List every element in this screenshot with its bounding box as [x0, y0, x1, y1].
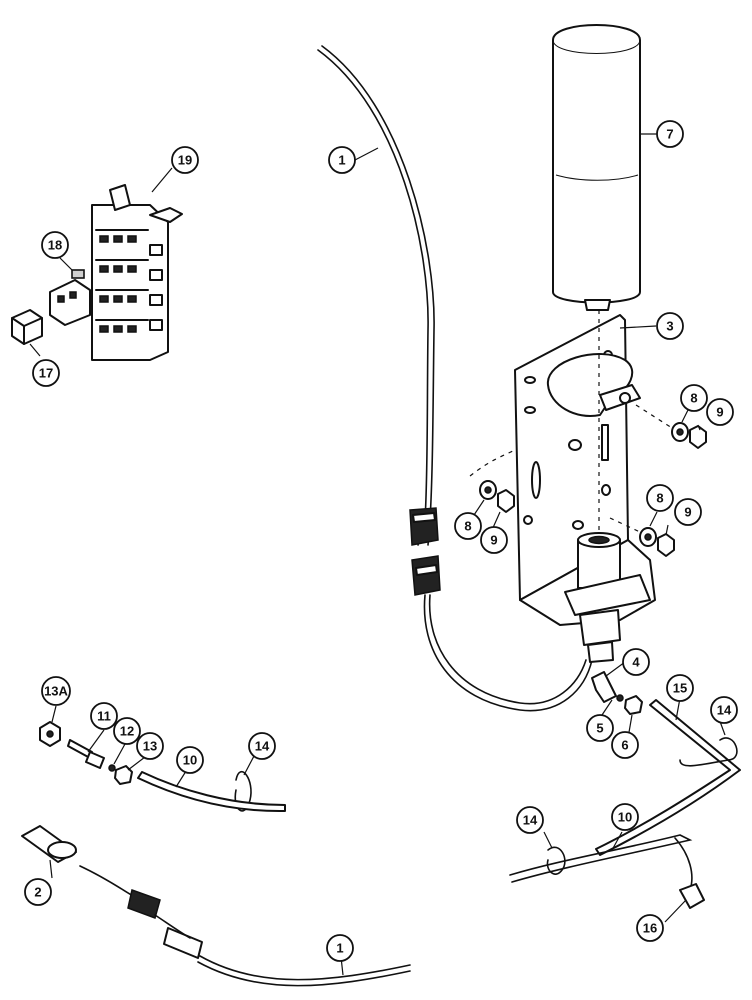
- washer: [479, 480, 497, 500]
- callout-9: 9: [706, 398, 734, 426]
- fuse-relay-block: [91, 184, 183, 361]
- tube-left: [137, 771, 286, 813]
- callout-9: 9: [480, 526, 508, 554]
- svg-text:1: 1: [336, 941, 343, 956]
- svg-text:6: 6: [621, 738, 628, 753]
- callout-13: 13: [136, 732, 164, 760]
- callout-15: 15: [666, 674, 694, 702]
- connector-lower-a: [127, 889, 161, 919]
- callout-11: 11: [90, 702, 118, 730]
- svg-text:19: 19: [178, 153, 192, 168]
- callout-1: 1: [326, 934, 354, 962]
- callout-1: 1: [328, 146, 356, 174]
- callout-16: 16: [636, 914, 664, 942]
- ferrule: [616, 694, 624, 702]
- callout-12: 12: [113, 717, 141, 745]
- svg-text:2: 2: [34, 885, 41, 900]
- callout-3: 3: [656, 312, 684, 340]
- nut: [657, 533, 675, 557]
- svg-text:10: 10: [618, 810, 632, 825]
- ferrule-12: [108, 764, 116, 772]
- svg-text:10: 10: [183, 753, 197, 768]
- svg-text:14: 14: [717, 703, 732, 718]
- tube-right: [509, 699, 741, 883]
- sender: [21, 825, 77, 863]
- svg-text:14: 14: [523, 813, 538, 828]
- callout-5: 5: [586, 714, 614, 742]
- tube-nut: [624, 695, 643, 715]
- callout-10: 10: [176, 746, 204, 774]
- fuse: [71, 269, 85, 279]
- washer: [671, 422, 689, 442]
- svg-text:1: 1: [338, 153, 345, 168]
- svg-text:13A: 13A: [44, 684, 68, 699]
- callout-6: 6: [611, 731, 639, 759]
- relay-socket: [49, 279, 91, 326]
- callout-19: 19: [171, 146, 199, 174]
- svg-text:4: 4: [632, 655, 640, 670]
- callout-8: 8: [454, 512, 482, 540]
- harness-wire: [317, 45, 435, 546]
- clamp-band: [546, 353, 641, 417]
- tube-clip: [679, 883, 705, 909]
- harness-connector-lower: [411, 555, 441, 596]
- callout-8: 8: [646, 484, 674, 512]
- callout-17: 17: [32, 359, 60, 387]
- svg-text:9: 9: [684, 505, 691, 520]
- nut-13a: [39, 721, 61, 747]
- callout-14: 14: [516, 806, 544, 834]
- svg-text:17: 17: [39, 366, 53, 381]
- fitting-11: [67, 739, 105, 769]
- callout-2: 2: [24, 878, 52, 906]
- svg-text:8: 8: [656, 491, 663, 506]
- pressure-switch: [564, 532, 651, 663]
- svg-text:7: 7: [666, 127, 673, 142]
- svg-text:9: 9: [716, 405, 723, 420]
- connector-lower-b: [163, 927, 203, 959]
- svg-text:8: 8: [690, 391, 697, 406]
- svg-text:3: 3: [666, 319, 673, 334]
- elbow-fitting: [591, 671, 617, 703]
- svg-text:14: 14: [255, 739, 270, 754]
- callout-9: 9: [674, 498, 702, 526]
- callout-13a: 13A: [41, 676, 71, 706]
- svg-text:11: 11: [97, 709, 111, 724]
- svg-text:8: 8: [464, 519, 471, 534]
- relay: [11, 309, 43, 345]
- tie-strap: [234, 737, 738, 875]
- svg-text:13: 13: [143, 739, 157, 754]
- nut: [497, 489, 515, 513]
- callout-18: 18: [41, 231, 69, 259]
- svg-text:18: 18: [48, 238, 62, 253]
- svg-text:9: 9: [490, 533, 497, 548]
- svg-text:5: 5: [596, 721, 603, 736]
- svg-text:12: 12: [120, 724, 134, 739]
- callout-10: 10: [611, 803, 639, 831]
- svg-text:16: 16: [643, 921, 657, 936]
- harness-connector-upper: [409, 507, 439, 546]
- callout-8: 8: [680, 384, 708, 412]
- svg-text:15: 15: [673, 681, 687, 696]
- tube-nut-13: [114, 765, 133, 785]
- nut: [689, 425, 707, 449]
- callout-4: 4: [622, 648, 650, 676]
- callout-14: 14: [248, 732, 276, 760]
- filter-canister: [552, 24, 641, 311]
- washer: [639, 527, 657, 547]
- callout-14: 14: [710, 696, 738, 724]
- callout-7: 7: [656, 120, 684, 148]
